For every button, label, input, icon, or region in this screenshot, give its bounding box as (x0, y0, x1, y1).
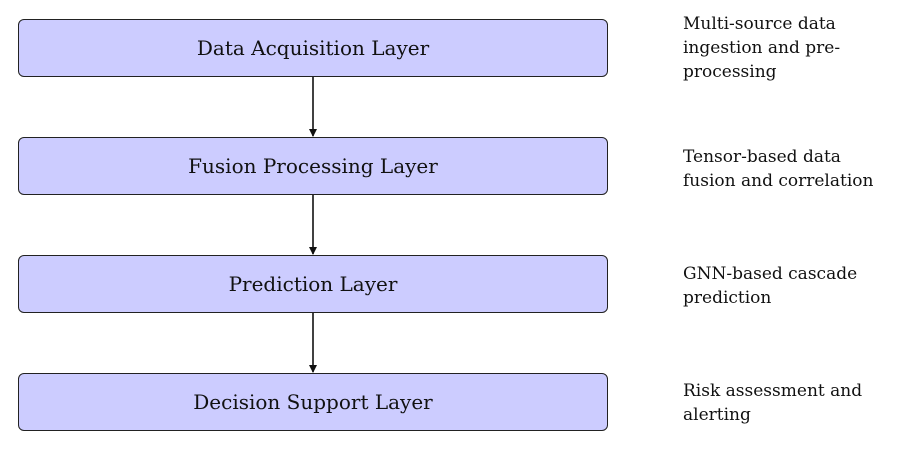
layer-box-fusion-processing: Fusion Processing Layer (18, 137, 608, 195)
layer-label: Fusion Processing Layer (188, 154, 438, 178)
description-line: prediction (683, 288, 772, 308)
layer-description-data-acquisition: Multi-source data ingestion and pre- pro… (683, 12, 888, 84)
description-line: Tensor-based data (683, 147, 841, 167)
description-line: processing (683, 62, 777, 82)
layer-label: Decision Support Layer (193, 390, 433, 414)
layer-box-data-acquisition: Data Acquisition Layer (18, 19, 608, 77)
layer-description-fusion-processing: Tensor-based data fusion and correlation (683, 145, 888, 193)
layer-label: Data Acquisition Layer (196, 36, 430, 60)
layer-description-decision-support: Risk assessment and alerting (683, 379, 888, 427)
layer-description-prediction: GNN-based cascade prediction (683, 262, 888, 310)
description-line: GNN-based cascade (683, 264, 858, 284)
description-line: Risk assessment and (683, 381, 863, 401)
description-line: alerting (683, 405, 751, 425)
description-line: ingestion and pre- (683, 38, 841, 58)
layer-box-prediction: Prediction Layer (18, 255, 608, 313)
description-line: Multi-source data (683, 14, 836, 34)
description-line: fusion and correlation (683, 171, 874, 191)
layer-label: Prediction Layer (228, 272, 398, 296)
layer-box-decision-support: Decision Support Layer (18, 373, 608, 431)
